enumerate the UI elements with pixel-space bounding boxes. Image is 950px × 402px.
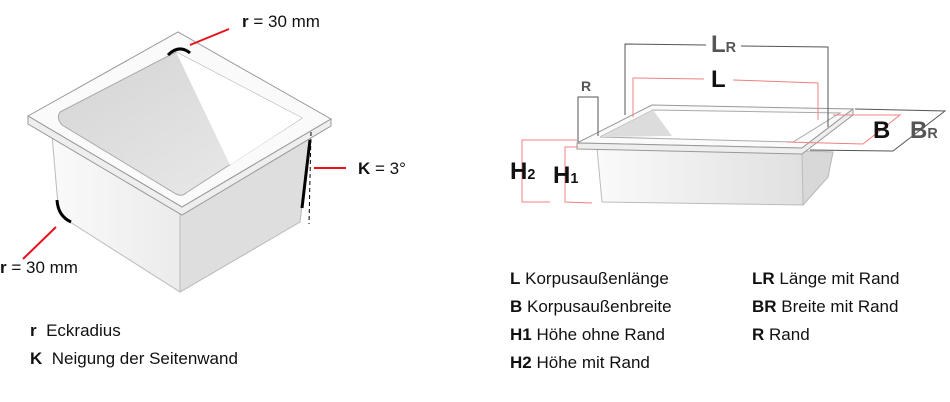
legend-symbol: H1 [510, 325, 532, 344]
legend-item-k: K Neigung der Seitenwand [30, 350, 238, 367]
slope-label: K = 3° [358, 160, 406, 177]
dim-label-r: R [581, 79, 591, 93]
legend-symbol: L [510, 269, 521, 288]
dim-main: H [553, 162, 571, 189]
legend-symbol: BR [752, 297, 777, 316]
dim-sub: 1 [570, 171, 579, 187]
legend-symbol: K [30, 349, 43, 368]
label-symbol: r [242, 12, 249, 31]
legend-item-b: B Korpusaußenbreite [510, 298, 672, 315]
dim-sub: R [725, 40, 737, 56]
legend-symbol: LR [752, 269, 775, 288]
legend-item-h2: H2 Höhe mit Rand [510, 354, 650, 371]
legend-symbol: H2 [510, 353, 532, 372]
dim-label-lr: LR [711, 33, 736, 57]
legend-symbol: R [752, 325, 765, 344]
legend-item-r: r Eckradius [30, 322, 121, 339]
legend-text: Rand [769, 325, 810, 344]
legend-text: Neigung der Seitenwand [51, 349, 238, 368]
dim-main: H [510, 158, 528, 185]
dim-sub: R [927, 126, 938, 142]
dim-main: L [711, 31, 726, 58]
legend-text: Korpusaußenlänge [525, 269, 669, 288]
label-symbol: K [358, 159, 371, 178]
dim-label-b: B [873, 119, 890, 143]
legend-item-rand: R Rand [752, 326, 810, 343]
dim-sub: 2 [527, 167, 536, 183]
legend-text: Breite mit Rand [781, 297, 899, 316]
label-value: = 30 mm [11, 258, 78, 277]
legend-text: Eckradius [46, 321, 121, 340]
radius-bottom-label: r = 30 mm [0, 259, 78, 276]
legend-symbol: B [510, 297, 523, 316]
legend-text: Höhe mit Rand [536, 353, 650, 372]
label-value: = 3° [375, 159, 406, 178]
legend-text: Höhe ohne Rand [536, 325, 666, 344]
legend-text: Länge mit Rand [779, 269, 900, 288]
dim-label-l: L [711, 68, 726, 92]
label-value: = 30 mm [253, 12, 320, 31]
right-sink-drawing [521, 43, 947, 207]
leader-line [22, 226, 57, 260]
dim-main: B [873, 117, 891, 144]
legend-item-br: BR Breite mit Rand [752, 298, 898, 315]
legend-item-h1: H1 Höhe ohne Rand [510, 326, 665, 343]
legend-symbol: r [30, 321, 37, 340]
dim-main: R [581, 78, 592, 94]
legend-item-l: L Korpusaußenlänge [510, 270, 669, 287]
leader-line [189, 28, 230, 46]
dim-main: L [711, 66, 726, 93]
dim-label-h2: H2 [510, 160, 535, 184]
dim-label-h1: H1 [553, 164, 578, 188]
radius-top-label: r = 30 mm [242, 13, 320, 30]
label-symbol: r [0, 258, 7, 277]
legend-item-lr: LR Länge mit Rand [752, 270, 899, 287]
left-sink-drawing [22, 28, 346, 293]
legend-text: Korpusaußenbreite [527, 297, 672, 316]
dim-main: B [910, 117, 928, 144]
dim-label-br: BR [910, 119, 938, 143]
